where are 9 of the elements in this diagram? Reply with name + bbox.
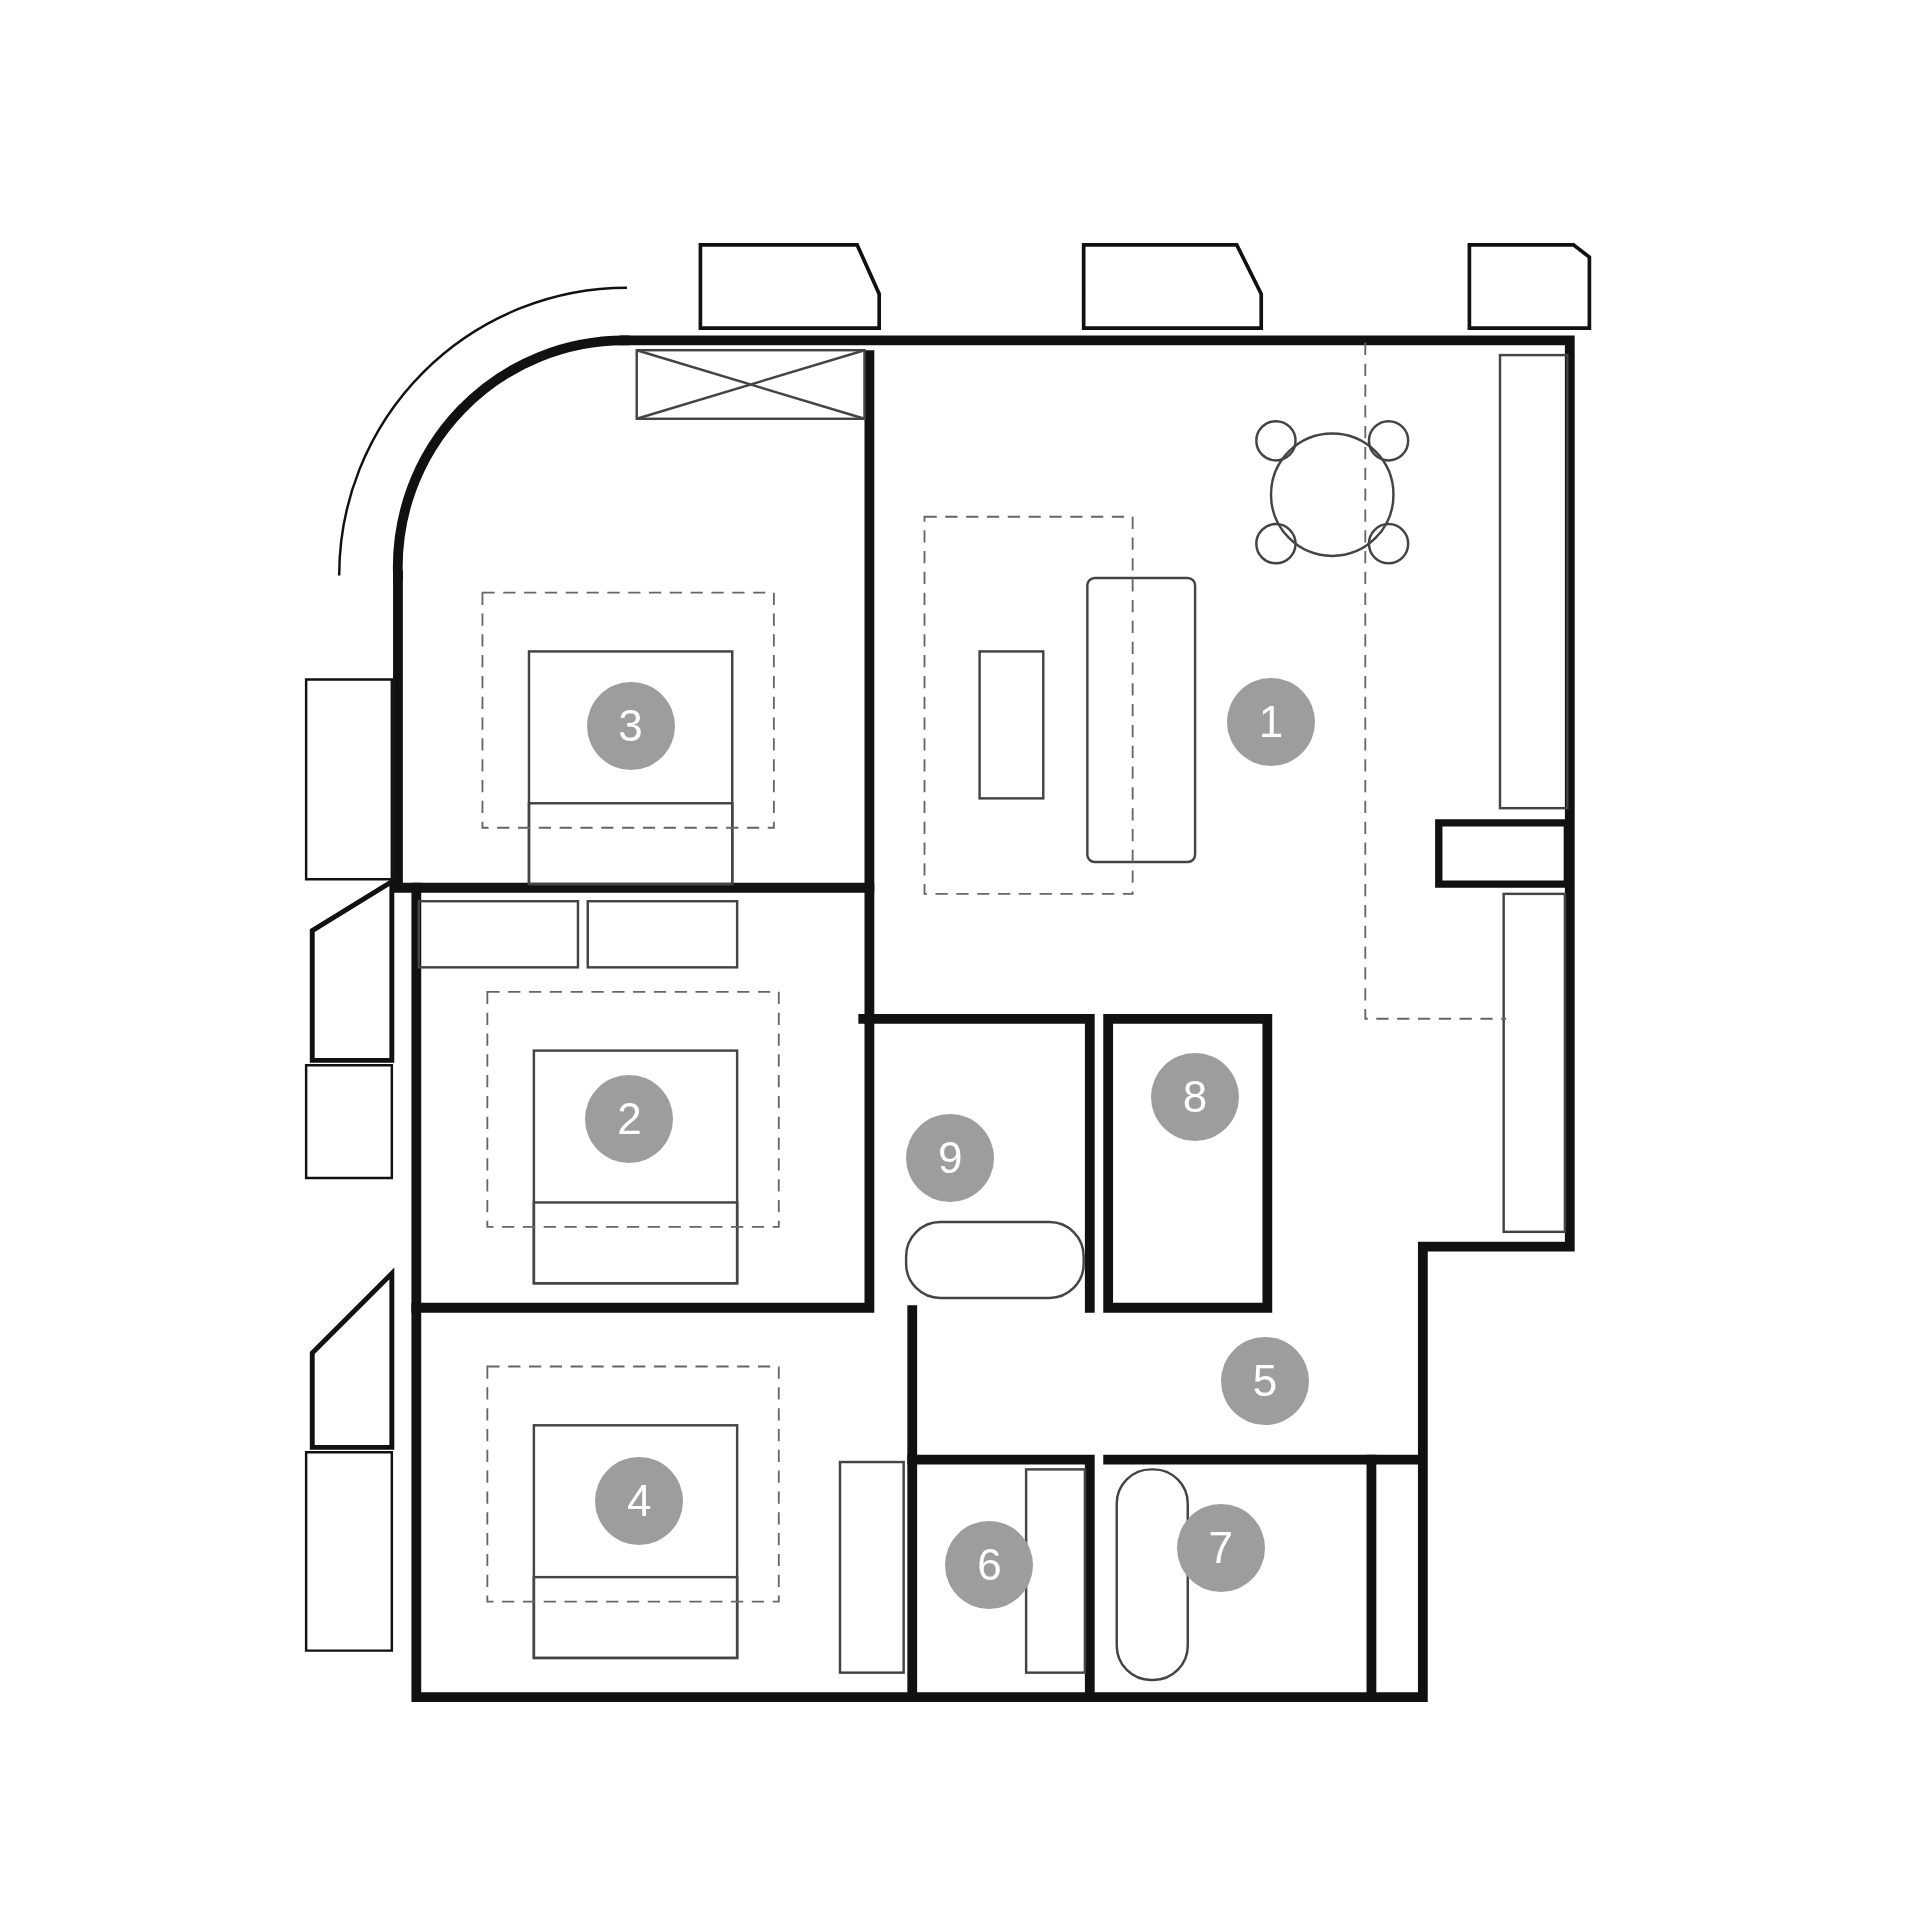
callout-number: 3 [586,682,675,771]
callout-number: 1 [1227,678,1315,767]
callout-number: 2 [585,1075,674,1164]
callout-number: 4 [595,1457,684,1546]
callout-number: 9 [906,1114,995,1203]
callout-number: 7 [1176,1503,1265,1592]
callout-number: 8 [1151,1053,1240,1142]
callout-number: 6 [945,1520,1034,1609]
callout-number: 5 [1220,1337,1309,1426]
